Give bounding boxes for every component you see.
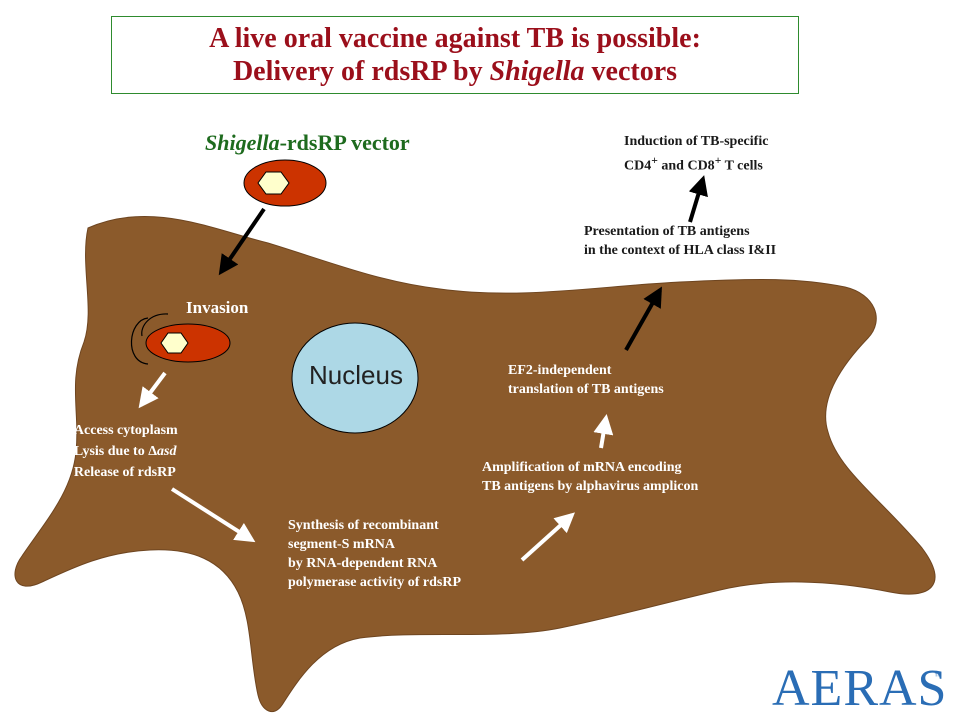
title-box: A live oral vaccine against TB is possib… — [111, 16, 799, 94]
arrow-vector-to-invasion — [218, 207, 266, 276]
synthesis-text: Synthesis of recombinant segment-S mRNA … — [288, 516, 548, 592]
arrow-release-to-synthesis — [170, 487, 256, 543]
aeras-logo-tm: ™ — [934, 672, 942, 681]
induction-cd4: CD4 — [624, 158, 652, 174]
title-line-1: A live oral vaccine against TB is possib… — [209, 23, 701, 54]
vector-label-rest: -rdsRP vector — [279, 130, 410, 155]
amplification-line-2: TB antigens by alphavirus amplicon — [482, 479, 699, 494]
invading-bacterium — [130, 313, 231, 365]
presentation-line-1: Presentation of TB antigens — [584, 224, 750, 239]
bullet-release: Release of rdsRP — [73, 465, 176, 480]
rdsrp-hexagon-icon — [257, 171, 290, 195]
arrow-invasion-to-cytoplasm — [138, 371, 167, 409]
ef2-translation-text: EF2-independent translation of TB antige… — [508, 361, 768, 399]
title-line-2-italic: Shigella — [489, 56, 585, 87]
aeras-logo: AERAS ™ — [772, 660, 947, 715]
list-item: Release of rdsRP — [62, 462, 178, 483]
induction-text: Induction of TB-specific CD4+ and CD8+ T… — [624, 132, 854, 176]
title-line-2: Delivery of rdsRP by Shigella vectors — [112, 55, 798, 88]
presentation-line-2: in the context of HLA class I&II — [584, 243, 777, 258]
cytoplasm-steps-list: Access cytoplasm Lysis due to Δasd Relea… — [62, 420, 178, 483]
host-cell — [14, 215, 936, 713]
invasion-label: Invasion — [186, 298, 249, 317]
induction-sup-1: + — [651, 154, 658, 167]
title-line-2-pre: Delivery of rdsRP by — [232, 56, 490, 87]
list-item: Lysis due to Δasd — [62, 441, 178, 462]
bullet-access: Access cytoplasm — [73, 423, 178, 438]
synthesis-line-4: polymerase activity of rdsRP — [288, 575, 462, 590]
induction-tcells: T cells — [721, 158, 763, 174]
ef2-line-1: EF2-independent — [508, 363, 612, 378]
vector-label: Shigella-rdsRP vector — [205, 130, 410, 156]
induction-sup-2: + — [714, 154, 722, 167]
synthesis-line-1: Synthesis of recombinant — [288, 518, 439, 533]
amplification-line-1: Amplification of mRNA encoding — [482, 460, 682, 475]
nucleus — [291, 322, 419, 434]
induction-line-1: Induction of TB-specific — [624, 134, 769, 149]
arrow-translation-to-presentation — [624, 286, 662, 351]
lysis-gene: asd — [157, 444, 177, 459]
lysis-delta-symbol: Δ — [148, 444, 157, 459]
synthesis-line-2: segment-S mRNA — [288, 537, 395, 552]
synthesis-line-3: by RNA-dependent RNA — [288, 556, 438, 571]
title-line-2-post: vectors — [584, 56, 678, 87]
arrow-amplification-to-translation — [593, 414, 614, 449]
bullet-lysis: Lysis due to — [73, 444, 149, 459]
induction-line-2: CD4+ and CD8+ T cells — [624, 151, 854, 176]
ef2-line-2: translation of TB antigens — [508, 382, 664, 397]
shigella-vector-bacterium — [243, 159, 327, 207]
presentation-text: Presentation of TB antigens in the conte… — [584, 222, 874, 260]
list-item: Access cytoplasm — [62, 420, 178, 441]
arrow-presentation-to-induction — [688, 175, 708, 223]
arrow-synthesis-to-amplification — [520, 512, 575, 562]
amplification-text: Amplification of mRNA encoding TB antige… — [482, 458, 802, 496]
vector-label-italic: Shigella — [205, 130, 280, 155]
induction-cd8: and CD8 — [657, 158, 715, 174]
aeras-logo-text: AERAS — [772, 660, 947, 715]
nucleus-label: Nucleus — [309, 360, 403, 390]
rdsrp-hexagon-icon-2 — [160, 332, 189, 354]
